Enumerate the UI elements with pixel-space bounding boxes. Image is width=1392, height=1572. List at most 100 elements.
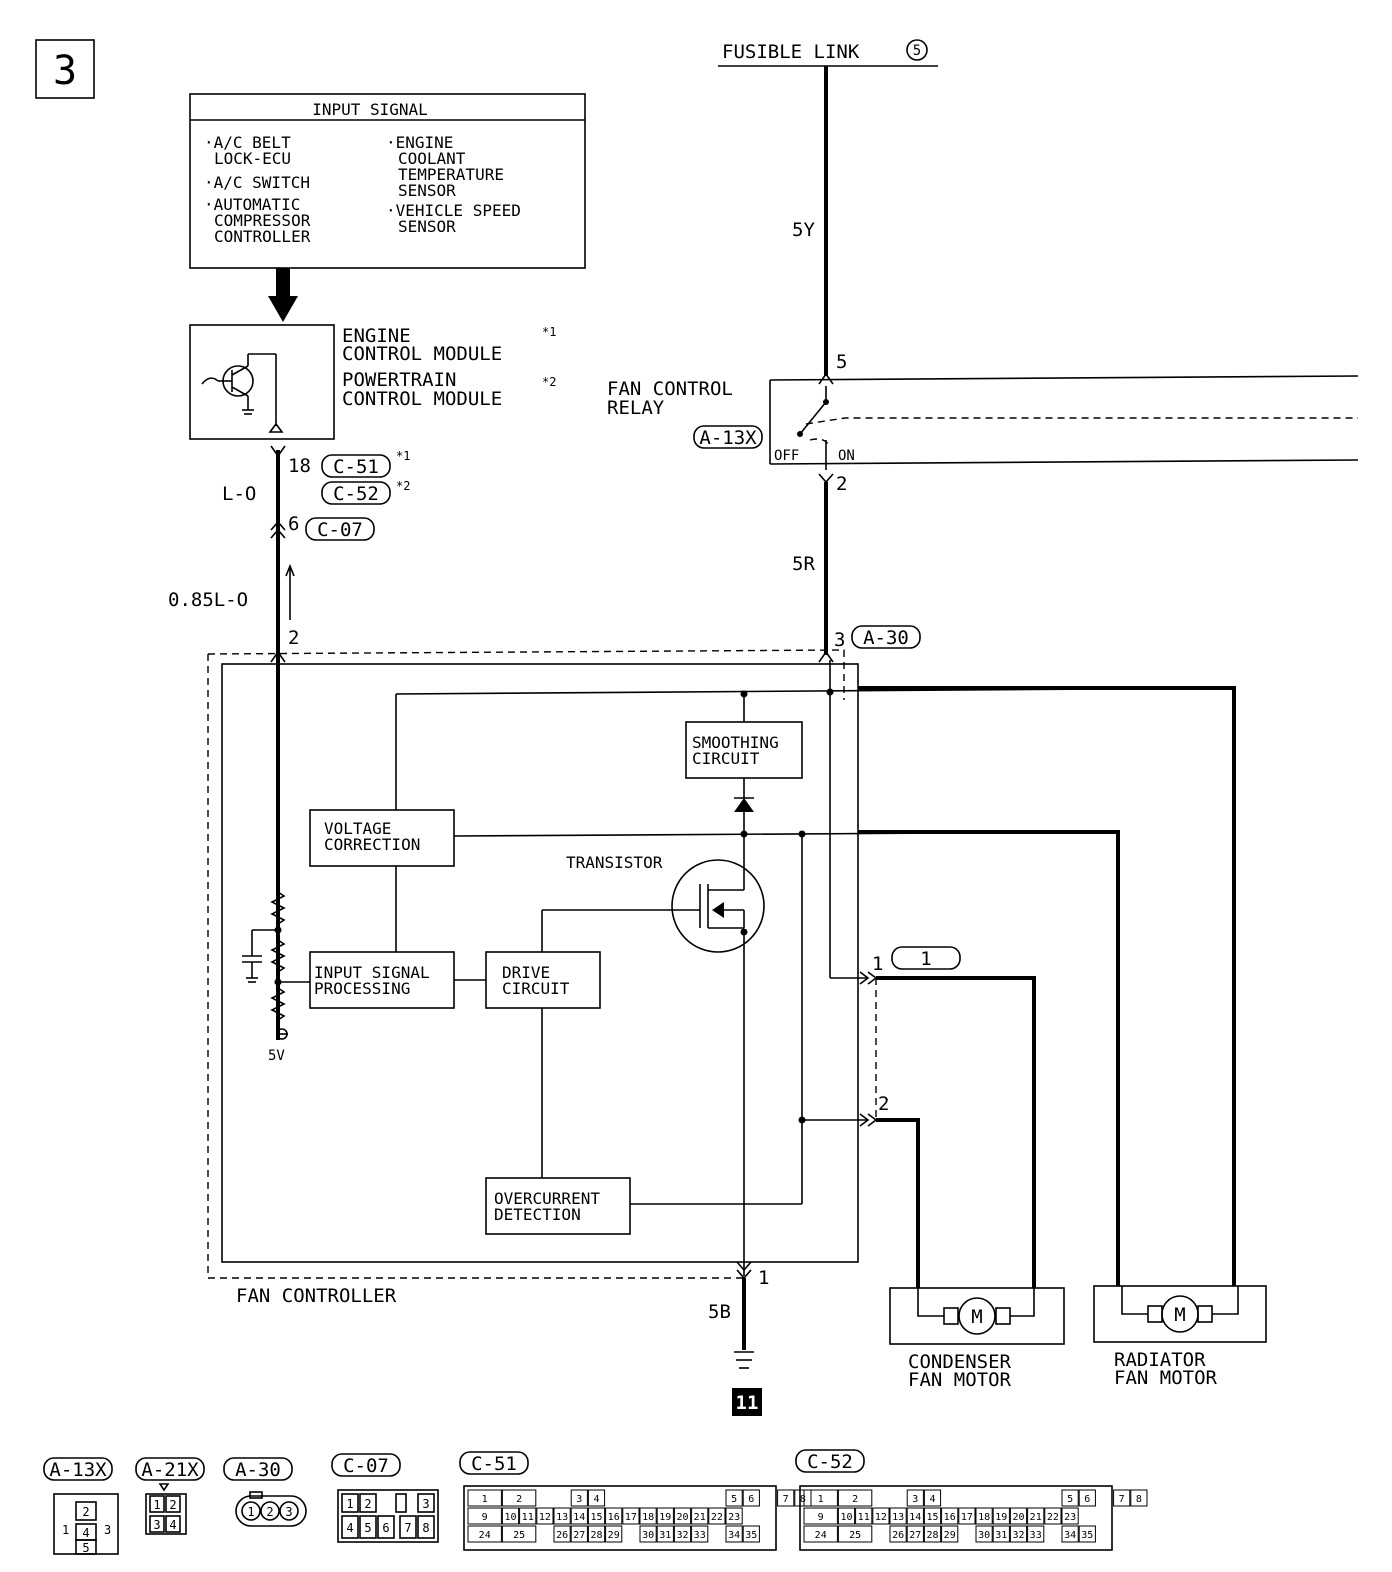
pin-cell	[1061, 1489, 1079, 1507]
pin-cell	[622, 1507, 640, 1525]
pin-cell	[906, 1489, 924, 1507]
input-signal-title: INPUT SIGNAL	[312, 100, 428, 119]
pin-label: 14	[909, 1512, 921, 1523]
input-item: ·A/C BELT	[204, 133, 291, 152]
pin-label: 10	[504, 1512, 516, 1523]
pin-cell	[1113, 1489, 1131, 1507]
block-label: CIRCUIT	[692, 749, 760, 768]
pin-label: 3	[576, 1494, 582, 1505]
pin-label: 4	[346, 1521, 353, 1535]
pin-label: 30	[642, 1530, 654, 1541]
pin-label: 8	[1136, 1494, 1142, 1505]
wire-color-5r: 5R	[792, 553, 815, 575]
pin-label: 16	[944, 1512, 956, 1523]
note-1: *1	[396, 449, 410, 463]
pin-cell	[519, 1507, 537, 1525]
pcm-label: POWERTRAIN	[342, 369, 456, 391]
motor-label: FAN MOTOR	[908, 1369, 1012, 1391]
pin-label: 1	[153, 1498, 160, 1512]
wire-color-5b: 5B	[708, 1301, 731, 1323]
input-item: ·VEHICLE SPEED	[386, 201, 521, 220]
pin-label: 31	[995, 1530, 1007, 1541]
pin-cell	[467, 1507, 502, 1525]
pin-cell	[837, 1525, 873, 1543]
pin-label: 23	[728, 1512, 740, 1523]
pin-label: 22	[711, 1512, 723, 1523]
pin-cell	[1009, 1525, 1028, 1543]
pin-cell	[570, 1507, 588, 1525]
pin-cell	[777, 1489, 795, 1507]
pin-cell	[587, 1489, 606, 1507]
pin-label: 30	[978, 1530, 990, 1541]
smoothing-circuit-block	[685, 721, 803, 779]
pin-label: 2	[364, 1497, 371, 1511]
pin-label: 26	[556, 1530, 568, 1541]
signal-arrow-icon	[268, 268, 298, 322]
pin-cell	[923, 1525, 942, 1543]
motor-harness	[858, 686, 1236, 1290]
pin-label: 4	[593, 1494, 599, 1505]
pin-label: 25	[513, 1530, 525, 1541]
pin-cell	[889, 1507, 907, 1525]
relay-pin-5: 5	[836, 351, 847, 373]
pin-label: 13	[892, 1512, 904, 1523]
voltage-correction-block	[309, 809, 455, 867]
junction-pin-2: 2	[878, 1093, 889, 1115]
page-number: 3	[53, 48, 77, 94]
pin-label: 12	[875, 1512, 887, 1523]
pin-cell	[803, 1525, 838, 1543]
connector-c51-tag: C-51	[333, 456, 379, 478]
input-item: ·A/C SWITCH	[204, 173, 310, 192]
wire-color-lo: L-O	[222, 483, 256, 505]
pin-cell	[1061, 1507, 1079, 1525]
ecm-note: *1	[542, 325, 556, 339]
relay-on-label: ON	[838, 448, 855, 464]
fusible-link-label: FUSIBLE LINK	[722, 41, 860, 63]
condenser-fan-motor: M CONDENSER FAN MOTOR	[889, 1287, 1065, 1391]
pin-cell	[906, 1507, 924, 1525]
connector-label: A-21X	[141, 1459, 199, 1481]
pin-label: 5	[1067, 1494, 1073, 1505]
pin-label: 2	[852, 1494, 858, 1505]
pin-label: 28	[926, 1530, 938, 1541]
page-number-box: 3	[35, 39, 95, 99]
pin-cell	[605, 1525, 623, 1543]
pin-cell	[639, 1525, 657, 1543]
pin-18: 18	[288, 455, 311, 477]
pin-cell	[467, 1525, 502, 1543]
pin-label: 16	[608, 1512, 620, 1523]
pin-cell	[570, 1489, 588, 1507]
pin-cell	[941, 1507, 959, 1525]
pin-cell	[501, 1507, 520, 1525]
ecm-label: CONTROL MODULE	[342, 343, 502, 365]
pin-cell	[906, 1525, 924, 1543]
pin-6: 6	[288, 513, 299, 535]
pin-label: 6	[748, 1494, 754, 1505]
pin-label: 7	[1119, 1494, 1125, 1505]
connector-c07-tag: C-07	[317, 519, 363, 541]
pin-label: 5	[731, 1494, 737, 1505]
pin-cell	[837, 1507, 856, 1525]
pin-label: 4	[82, 1526, 89, 1540]
pin-cell	[855, 1507, 873, 1525]
connector-label: C-52	[807, 1451, 853, 1473]
pin-label: 18	[642, 1512, 654, 1523]
pin-label: 35	[745, 1530, 757, 1541]
pin-label: 10	[840, 1512, 852, 1523]
pin-cell	[725, 1489, 743, 1507]
ground-point: 5B 11	[708, 1278, 762, 1416]
motor-junction: 1 1 2	[859, 946, 961, 1127]
input-item: TEMPERATURE	[398, 165, 504, 184]
pin-cell	[975, 1507, 993, 1525]
pin-cell	[1009, 1507, 1028, 1525]
a30-tag: A-30	[863, 627, 909, 649]
connector-label: A-13X	[49, 1459, 107, 1481]
pin-label: 34	[728, 1530, 740, 1541]
relay-connector-tag: A-13X	[699, 427, 757, 449]
pin-label: 3	[153, 1518, 160, 1532]
pin-label: 2	[516, 1494, 522, 1505]
fan-controller-label: FAN CONTROLLER	[236, 1285, 397, 1307]
pin-label: 2	[169, 1498, 176, 1512]
wire-color-085lo: 0.85L-O	[168, 589, 248, 611]
